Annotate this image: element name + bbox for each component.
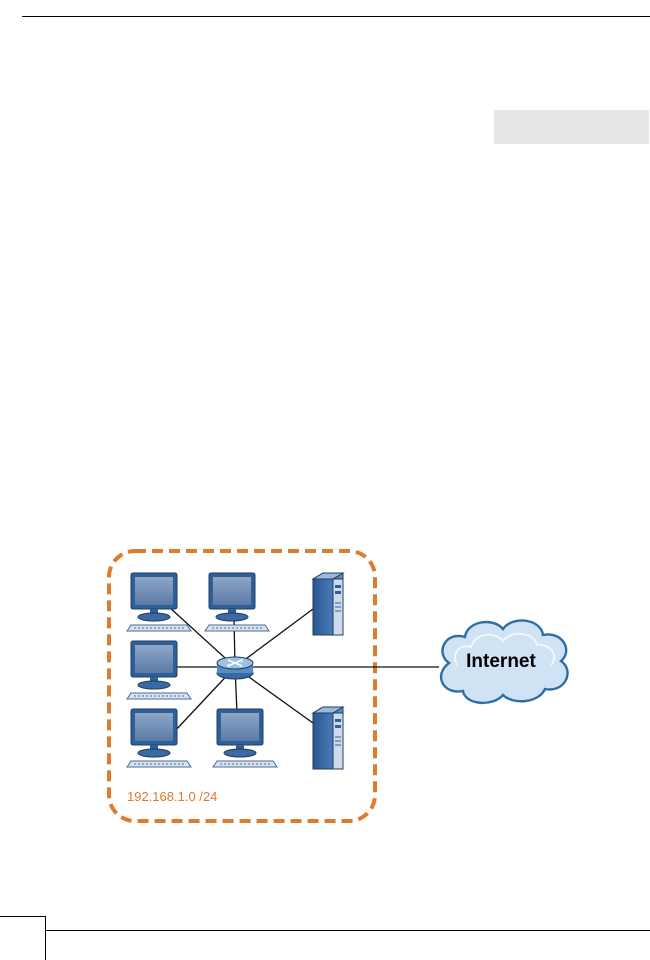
network-diagram-svg bbox=[107, 549, 569, 823]
router bbox=[216, 656, 254, 680]
internet bbox=[439, 619, 569, 704]
desktop-computer-3 bbox=[126, 640, 192, 700]
desktop-computer-1 bbox=[126, 572, 192, 632]
desktop-computer-5 bbox=[212, 708, 278, 768]
header-rule bbox=[22, 16, 650, 17]
footer-rule bbox=[45, 930, 650, 931]
cloud-icon bbox=[439, 619, 569, 704]
server-2 bbox=[312, 706, 344, 770]
server-tower-icon bbox=[312, 572, 344, 636]
lan-boundary bbox=[107, 549, 377, 823]
server-1 bbox=[312, 572, 344, 636]
lan-subnet-label: 192.168.1.0 /24 bbox=[127, 789, 218, 804]
network-diagram: 192.168.1.0 /24 Internet bbox=[99, 543, 573, 827]
desktop-computer-4 bbox=[126, 708, 192, 768]
header-label-box bbox=[494, 110, 649, 144]
internet-label: Internet bbox=[466, 651, 536, 672]
router-icon bbox=[216, 656, 254, 680]
page-number-box bbox=[0, 916, 46, 960]
desktop-computer-icon bbox=[126, 640, 192, 700]
desktop-computer-icon bbox=[126, 572, 192, 632]
desktop-computer-icon bbox=[204, 572, 270, 632]
desktop-computer-icon bbox=[126, 708, 192, 768]
desktop-computer-icon bbox=[212, 708, 278, 768]
desktop-computer-2 bbox=[204, 572, 270, 632]
server-tower-icon bbox=[312, 706, 344, 770]
